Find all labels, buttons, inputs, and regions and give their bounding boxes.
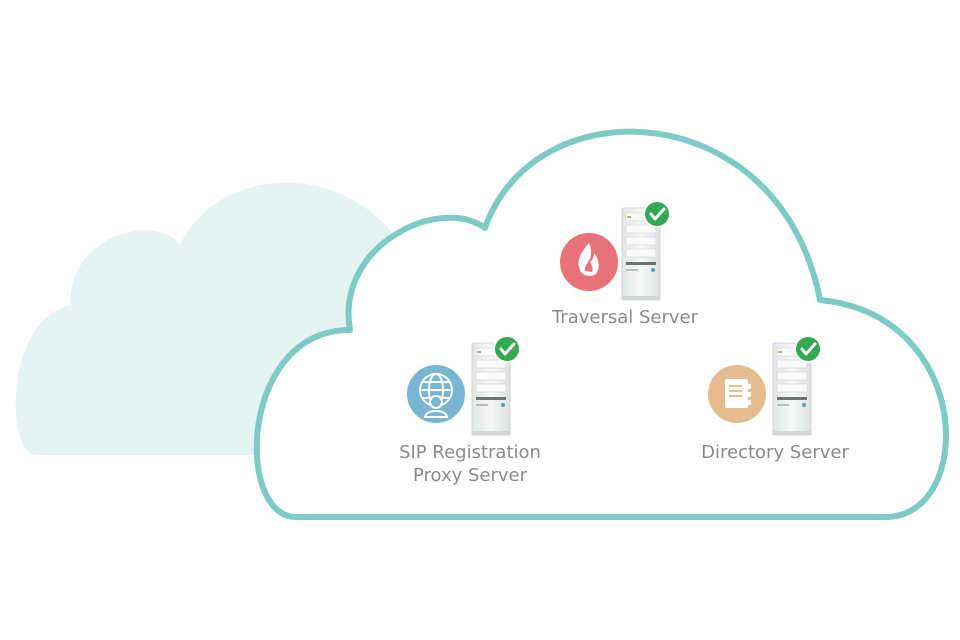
traversal-server-node <box>558 199 672 301</box>
label-line: Directory Server <box>701 442 849 463</box>
check-badge-icon <box>793 334 823 364</box>
label-line: Traversal Server <box>551 307 699 328</box>
check-badge-icon <box>642 199 672 229</box>
label-line: SIP Registration <box>399 442 541 463</box>
sip-server-node <box>405 334 522 436</box>
directory-icon-badge <box>706 363 768 425</box>
check-badge-icon <box>492 334 522 364</box>
label-line: Proxy Server <box>412 465 528 486</box>
traversal-server-label: Traversal Server <box>530 306 720 329</box>
flame-icon <box>578 243 599 277</box>
traversal-icon-badge <box>558 231 620 293</box>
directory-server-node <box>706 334 823 436</box>
sip-icon-badge <box>405 363 467 425</box>
sip-server-label: SIP Registration Proxy Server <box>370 441 570 487</box>
address-book-icon <box>725 379 751 408</box>
directory-server-label: Directory Server <box>680 441 870 464</box>
